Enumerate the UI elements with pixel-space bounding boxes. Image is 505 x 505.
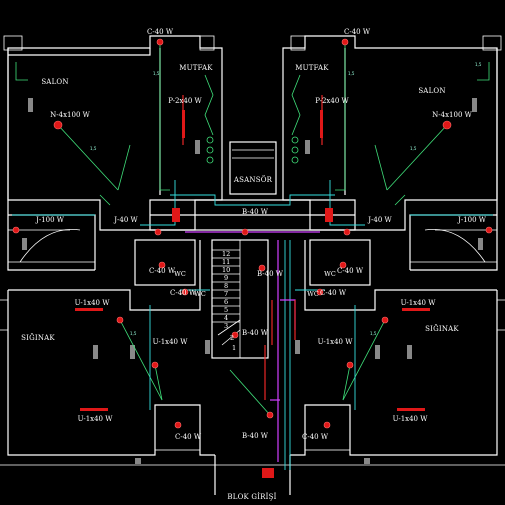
fixture-c40-top-right: C-40 W bbox=[344, 28, 371, 36]
fixture-b40-stair: B-40 W bbox=[242, 329, 269, 337]
fixture-n4x100-left: N-4x100 W bbox=[50, 111, 90, 119]
fixture-labels: C-40 W C-40 W P-2x40 W P-2x40 W N-4x100 … bbox=[35, 28, 487, 441]
fixture-b40-mid: B-40 W bbox=[257, 270, 284, 278]
room-label-wc-3: WC bbox=[307, 290, 319, 298]
fixture-u1x40-r1: U-1x40 W bbox=[401, 299, 437, 307]
fixture-u1x40-r2: U-1x40 W bbox=[318, 338, 354, 346]
stair-number: 8 bbox=[224, 282, 228, 290]
room-label-wc-2: WC bbox=[194, 290, 206, 298]
stair-number: 10 bbox=[222, 266, 230, 274]
wire-note: 1,5 bbox=[348, 71, 355, 76]
wire-note: 1,5 bbox=[130, 331, 137, 336]
fixture-j100-left: J-100 W bbox=[35, 216, 65, 224]
fixture-u1x40-l3: U-1x40 W bbox=[78, 415, 114, 423]
fixture-b40-bottom: B-40 W bbox=[242, 432, 269, 440]
fixture-j40-left: J-40 W bbox=[113, 216, 138, 224]
fixture-c40-bottom-left: C-40 W bbox=[175, 433, 202, 441]
wiring-red bbox=[182, 95, 323, 400]
wiring-green bbox=[15, 42, 490, 416]
stair-number: 4 bbox=[224, 314, 228, 322]
fixture-c40-wc-left: C-40 W bbox=[149, 267, 176, 275]
stair-number: 6 bbox=[224, 298, 228, 306]
fixture-c40-top-left: C-40 W bbox=[147, 28, 174, 36]
room-labels: SALON SALON MUTFAK MUTFAK ASANSÖR SIĞINA… bbox=[21, 64, 459, 501]
stair-number: 5 bbox=[224, 306, 228, 314]
room-label-wc-4: WC bbox=[324, 270, 336, 278]
room-label-mutfak-right: MUTFAK bbox=[295, 64, 329, 72]
fixture-b40-top: B-40 W bbox=[242, 208, 269, 216]
stair-number: 1 bbox=[232, 344, 236, 352]
stair-number: 9 bbox=[224, 274, 228, 282]
wire-note: 1,5 bbox=[475, 62, 482, 67]
room-label-mutfak-left: MUTFAK bbox=[179, 64, 213, 72]
fixture-j100-right: J-100 W bbox=[457, 216, 487, 224]
stair-number: 3 bbox=[224, 322, 228, 330]
fixture-c40-wc-right: C-40 W bbox=[337, 267, 364, 275]
wire-note: 1,5 bbox=[370, 331, 377, 336]
room-label-wc-1: WC bbox=[174, 270, 186, 278]
lamps bbox=[12, 38, 493, 478]
wire-note: 1,5 bbox=[410, 146, 417, 151]
stair-number: 11 bbox=[222, 258, 230, 266]
room-label-siginak-left: SIĞINAK bbox=[21, 333, 55, 342]
fixture-p2x40-right: P-2x40 W bbox=[315, 97, 349, 105]
wiring-cyan bbox=[12, 180, 493, 470]
fixture-j40-right: J-40 W bbox=[367, 216, 392, 224]
fixture-u1x40-r3: U-1x40 W bbox=[393, 415, 429, 423]
columns bbox=[22, 98, 483, 464]
walls bbox=[0, 35, 505, 495]
fixture-u1x40-l2: U-1x40 W bbox=[153, 338, 189, 346]
wire-note: 1,5 bbox=[153, 71, 160, 76]
fixture-u1x40-l1: U-1x40 W bbox=[75, 299, 111, 307]
stair-number: 2 bbox=[230, 334, 234, 342]
kitchen-outlets bbox=[204, 74, 301, 164]
fixture-c40-wc-left2: C-40 W bbox=[170, 289, 197, 297]
stair-number: 12 bbox=[222, 250, 230, 258]
room-label-siginak-right: SIĞINAK bbox=[425, 324, 459, 333]
fixture-n4x100-right: N-4x100 W bbox=[432, 111, 472, 119]
fixture-p2x40-left: P-2x40 W bbox=[168, 97, 202, 105]
wire-notes: 1,5 1,5 1,5 1,5 1,5 1,5 1,5 bbox=[90, 62, 482, 336]
room-label-salon-right: SALON bbox=[418, 87, 445, 95]
wire-note: 1,5 bbox=[90, 146, 97, 151]
room-label-asansor: ASANSÖR bbox=[233, 175, 273, 184]
room-label-salon-left: SALON bbox=[41, 78, 68, 86]
stair-number: 7 bbox=[224, 290, 228, 298]
stair-numbers: 12 11 10 9 8 7 6 5 4 3 2 1 bbox=[222, 250, 236, 352]
room-label-entrance: BLOK GİRİŞİ bbox=[227, 492, 276, 501]
fixture-c40-bottom-right: C-40 W bbox=[302, 433, 329, 441]
fixture-c40-wc-right2: C-40 W bbox=[320, 289, 347, 297]
